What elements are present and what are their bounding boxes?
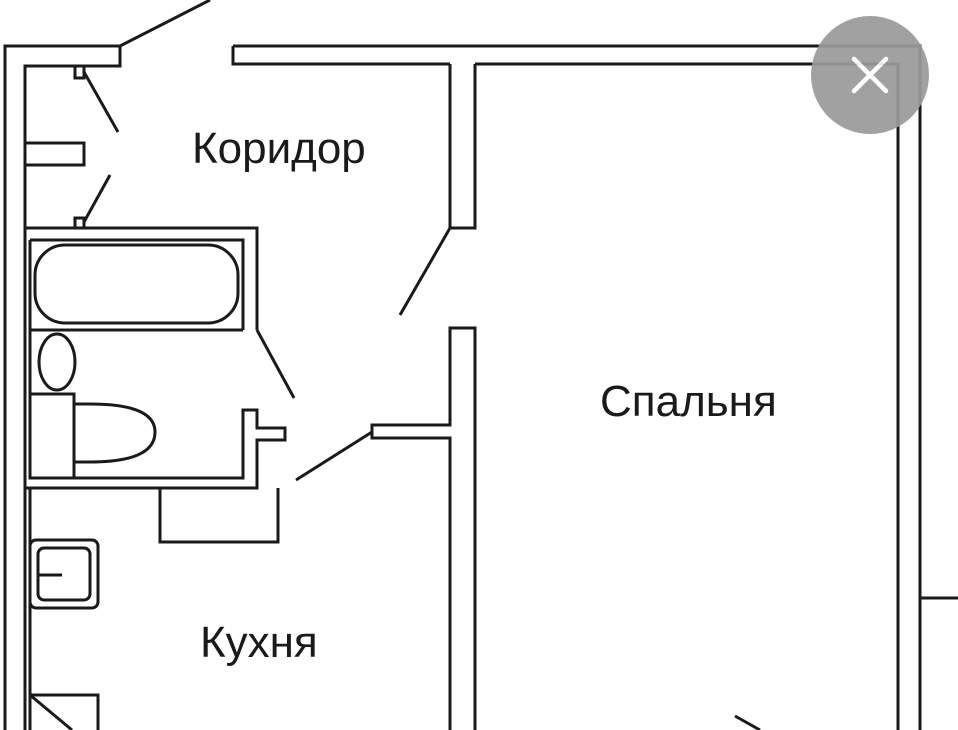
toilet-tank xyxy=(28,392,76,480)
bathroom-sink xyxy=(37,332,77,392)
closet-lower xyxy=(23,165,86,230)
kitchen-stove xyxy=(29,693,100,730)
closet-door-lower xyxy=(82,174,112,223)
entrance-door xyxy=(119,0,211,48)
bedroom-window-door xyxy=(734,714,761,730)
kitchen-sink-outer xyxy=(28,538,100,610)
close-icon xyxy=(851,56,889,94)
closet-upper xyxy=(23,66,86,167)
room-label-bedroom: Спальня xyxy=(600,377,777,426)
bathroom-walls xyxy=(25,226,287,490)
bathroom-door xyxy=(255,329,296,399)
room-label-kitchen: Кухня xyxy=(200,618,318,667)
bathtub xyxy=(33,243,240,325)
bedroom-wall-upper xyxy=(448,64,477,230)
close-button[interactable] xyxy=(811,16,929,134)
bedroom-door xyxy=(398,227,452,316)
closet-door-upper xyxy=(82,71,120,133)
kitchen-walls xyxy=(25,486,280,730)
bedroom-wall-lower xyxy=(370,326,477,730)
toilet-bowl xyxy=(72,402,157,464)
room-label-corridor: Коридор xyxy=(192,124,366,173)
kitchen-door xyxy=(295,430,373,482)
